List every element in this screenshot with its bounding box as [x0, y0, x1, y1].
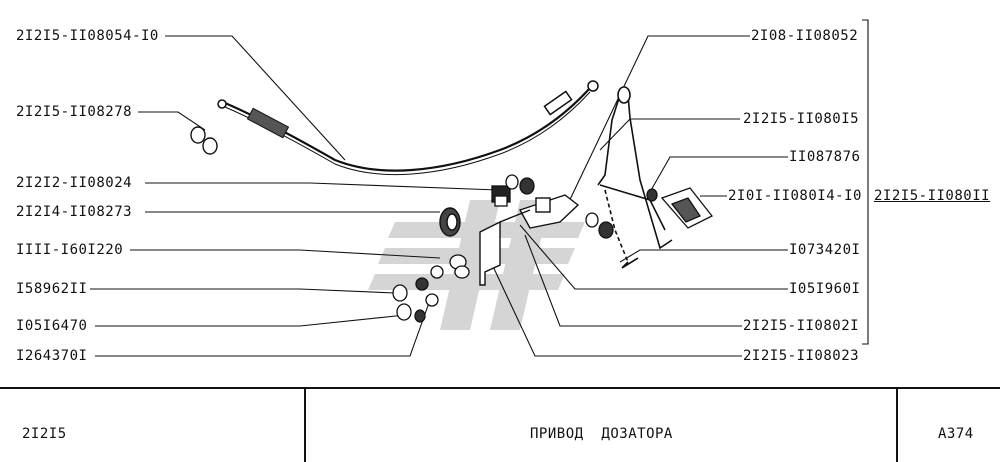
leader-lines [90, 19, 869, 357]
label-cable: 2I2I5-II08054-I0 [15, 28, 160, 44]
label-bracket-b: 2I2I5-II08023 [742, 348, 861, 364]
cable-clip [190, 126, 218, 155]
fasteners [392, 254, 470, 323]
label-grommet: 2I2I4-II08273 [15, 204, 134, 220]
label-bolt: IIII-I60I220 [15, 242, 125, 258]
title-block: 2I2I5 ПРИВОД ДОЗАТОРА A374 [0, 387, 1000, 462]
label-washer-a: I58962II [15, 281, 89, 297]
label-pedal-lever: 2I2I5-II080I5 [742, 111, 861, 127]
title-block-title-cell: ПРИВОД ДОЗАТОРА [304, 389, 896, 462]
title-block-sheet-cell: A374 [896, 389, 1000, 462]
label-pedal-axis: 2I08-II08052 [750, 28, 860, 44]
bushing [491, 185, 511, 207]
model-number: 2I2I5 [22, 426, 67, 442]
label-clip: 2I2I5-II08278 [15, 104, 134, 120]
pedal-pad [646, 187, 714, 229]
title-block-model-cell: 2I2I5 [0, 389, 304, 462]
parts-diagram: 2I2I5-II08054-I0 2I2I5-II08278 2I2I2-II0… [15, 19, 992, 364]
sheet-number: A374 [938, 426, 974, 442]
label-pedal-pad: 2I0I-II080I4-I0 [727, 188, 863, 204]
label-bracket-a: 2I2I5-II0802I [742, 318, 861, 334]
pedal-lever [597, 86, 673, 269]
cable-assembly [217, 80, 599, 176]
label-bushing-b: II087876 [788, 149, 862, 165]
label-assembly: 2I2I5-II080II [873, 188, 992, 204]
washers [505, 174, 614, 239]
grommet [439, 207, 461, 237]
label-nut-b: I264370I [15, 348, 89, 364]
bracket [479, 194, 580, 286]
drawing-title: ПРИВОД ДОЗАТОРА [530, 426, 673, 442]
label-bushing: 2I2I2-II08024 [15, 175, 134, 191]
label-nut-a: I05I6470 [15, 318, 89, 334]
label-spring: I073420I [788, 242, 862, 258]
exploded-view-drawing [90, 19, 869, 357]
label-clip-b: I05I960I [788, 281, 862, 297]
